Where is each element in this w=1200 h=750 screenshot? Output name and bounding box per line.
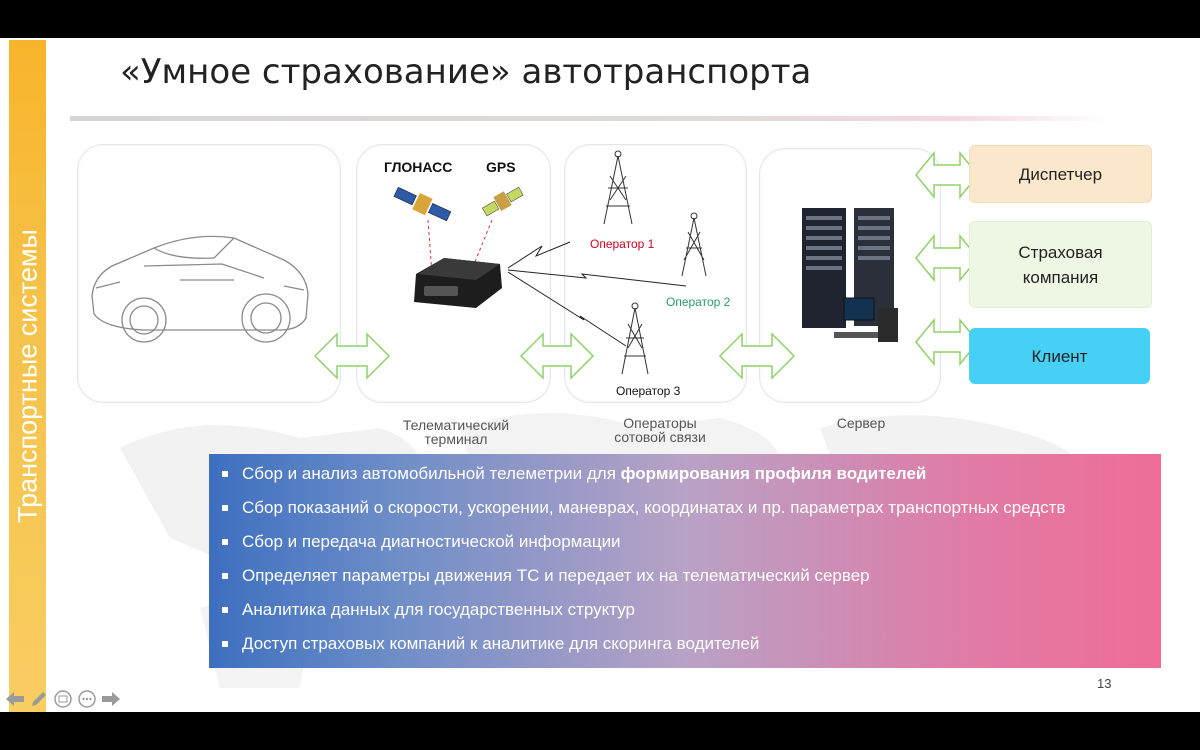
info-item-text: Определяет параметры движения ТС и перед… — [242, 566, 870, 585]
slides-icon[interactable] — [52, 688, 74, 710]
bullet-icon — [222, 641, 228, 647]
info-item: Сбор и анализ автомобильной телеметрии д… — [209, 462, 926, 486]
operator-1-label: Оператор 1 — [590, 237, 655, 251]
operators-caption-line1: Операторы — [623, 415, 697, 431]
slide-title: «Умное страхование» автотранспорта — [120, 52, 812, 92]
terminal-caption-line2: терминал — [424, 431, 488, 447]
glonass-satellite-icon — [393, 186, 452, 222]
slide: Транспортные системы «Умное страхование»… — [0, 38, 1200, 712]
server-rack-icon — [802, 208, 898, 342]
operator-3-label: Оператор 3 — [616, 384, 681, 398]
presentation-toolbar — [4, 688, 122, 710]
terminal-caption-line1: Телематический — [402, 417, 510, 433]
double-arrow-car-terminal — [313, 332, 391, 380]
bullet-icon — [222, 573, 228, 579]
info-item: Доступ страховых компаний к аналитике дл… — [209, 632, 759, 656]
page-number: 13 — [1097, 676, 1112, 691]
info-item: Сбор показаний о скорости, ускорении, ма… — [209, 496, 1066, 520]
car-panel — [77, 144, 341, 403]
operators-caption: Операторы сотовой связи — [596, 416, 724, 444]
sidebar-label: Транспортные системы — [12, 229, 42, 523]
operators-caption-line2: сотовой связи — [614, 429, 706, 445]
title-divider — [70, 116, 1110, 121]
bullet-icon — [222, 505, 228, 511]
info-item-text: Доступ страховых компаний к аналитике дл… — [242, 634, 760, 653]
bullet-icon — [222, 539, 228, 545]
dispatcher-box: Диспетчер — [969, 145, 1152, 203]
info-box: Сбор и анализ автомобильной телеметрии д… — [209, 454, 1161, 668]
info-item: Аналитика данных для государственных стр… — [209, 598, 635, 622]
insurance-label-line1: Страховая — [1018, 242, 1103, 262]
car-illustration — [91, 235, 309, 343]
arrow-right-icon[interactable] — [100, 688, 122, 710]
more-icon[interactable] — [76, 688, 98, 710]
double-arrow-terminal-operators — [519, 332, 595, 380]
client-label: Клиент — [1031, 346, 1088, 366]
gps-label: GPS — [486, 159, 516, 175]
gps-satellite-icon — [481, 186, 524, 217]
info-item: Определяет параметры движения ТС и перед… — [209, 564, 870, 588]
info-item-text: Сбор и передача диагностической информац… — [242, 532, 621, 551]
double-arrow-operators-server — [718, 332, 796, 380]
info-item-text: Сбор показаний о скорости, ускорении, ма… — [242, 498, 1066, 517]
operators-panel — [564, 144, 747, 403]
info-item: Сбор и передача диагностической информац… — [209, 530, 621, 554]
telematics-device-icon — [414, 258, 502, 308]
bullet-icon — [222, 607, 228, 613]
insurance-label-line2: компания — [1022, 267, 1099, 287]
info-item-text: Аналитика данных для государственных стр… — [242, 600, 635, 619]
server-caption: Сервер — [836, 415, 886, 431]
sidebar-band: Транспортные системы — [9, 40, 46, 712]
arrow-left-icon[interactable] — [4, 688, 26, 710]
glonass-label: ГЛОНАСС — [384, 159, 453, 175]
operator-2-label: Оператор 2 — [666, 295, 731, 309]
cell-towers — [507, 150, 707, 375]
dispatcher-label: Диспетчер — [1018, 164, 1103, 184]
insurance-box: Страховая компания — [969, 221, 1152, 308]
client-box: Клиент — [969, 328, 1150, 384]
pen-icon[interactable] — [28, 688, 50, 710]
bullet-icon — [222, 471, 228, 477]
terminal-caption: Телематический терминал — [388, 418, 524, 446]
info-item-text: Сбор и анализ автомобильной телеметрии д… — [242, 464, 927, 483]
